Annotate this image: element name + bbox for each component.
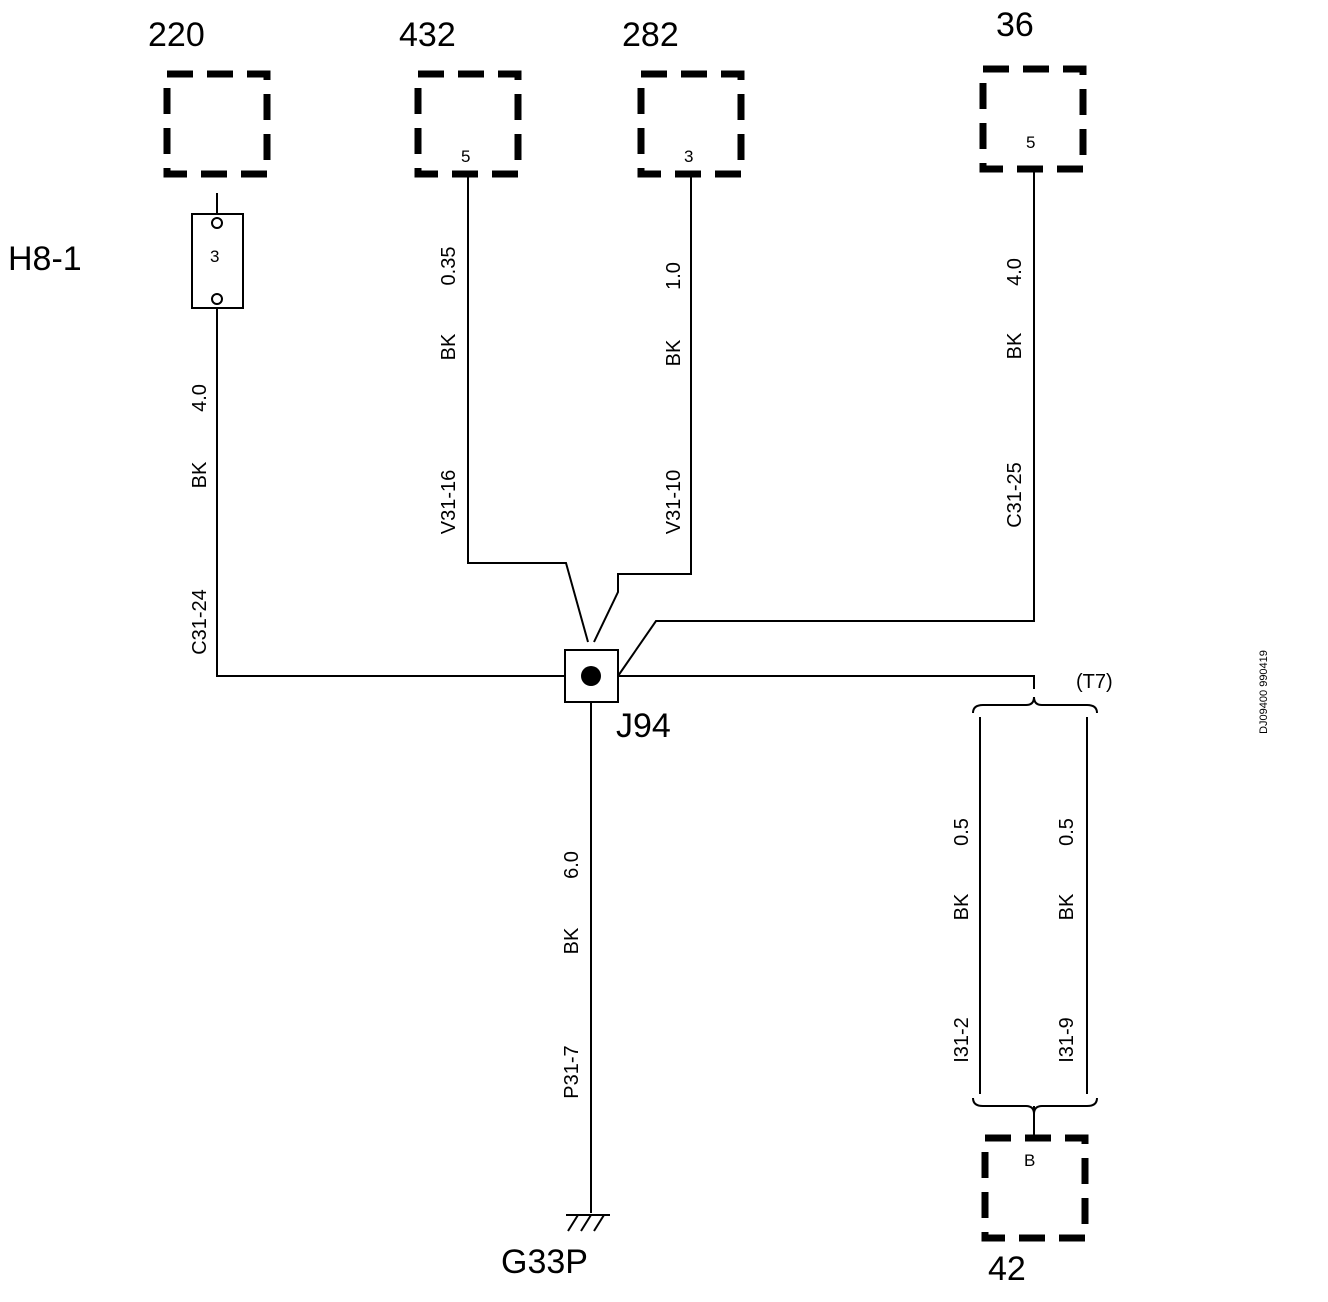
wire-432-color: BK bbox=[438, 333, 460, 360]
harness-id: (T7) bbox=[1076, 671, 1113, 693]
component-432-pin: 5 bbox=[461, 147, 470, 166]
wire-i31-9-code: I31-9 bbox=[1056, 1017, 1078, 1063]
harness-brace-top bbox=[972, 696, 1098, 714]
component-282-id: 282 bbox=[622, 16, 679, 54]
wire-282[interactable] bbox=[593, 174, 692, 643]
splice-j94[interactable]: J94 bbox=[564, 649, 671, 745]
harness-brace-bottom bbox=[972, 1097, 1098, 1115]
wire-labels: 4.0 BK C31-24 0.35 BK V31-16 1.0 BK V31-… bbox=[189, 247, 1078, 1099]
wire-220-size: 4.0 bbox=[189, 384, 211, 412]
wire-i31-9-size: 0.5 bbox=[1056, 818, 1078, 846]
component-36[interactable]: 36 5 bbox=[979, 6, 1087, 173]
wire-i31-2-code: I31-2 bbox=[951, 1017, 973, 1063]
component-42-id: 42 bbox=[988, 1250, 1026, 1288]
harness-braces: (T7) bbox=[972, 671, 1113, 1115]
wire-220[interactable] bbox=[216, 308, 565, 677]
wire-i31-9-color: BK bbox=[1056, 893, 1078, 920]
component-220-id: 220 bbox=[148, 16, 205, 54]
wire-t7-trunk[interactable] bbox=[618, 675, 1035, 689]
fuse[interactable]: 3 bbox=[191, 193, 244, 309]
component-220[interactable]: 220 bbox=[148, 16, 271, 178]
wire-432-code: V31-16 bbox=[438, 470, 460, 535]
component-220-box bbox=[163, 70, 271, 178]
wire-282-color: BK bbox=[663, 339, 685, 366]
page-code: H8-1 bbox=[8, 240, 82, 278]
component-432[interactable]: 432 5 bbox=[399, 16, 522, 178]
wire-220-code: C31-24 bbox=[189, 589, 211, 655]
wire-ground-color: BK bbox=[561, 927, 583, 954]
fuse-terminal-top bbox=[211, 217, 223, 229]
component-282-pin: 3 bbox=[684, 147, 693, 166]
splice-id: J94 bbox=[616, 707, 671, 745]
wire-282-code: V31-10 bbox=[663, 470, 685, 535]
component-42[interactable]: B 42 bbox=[981, 1134, 1089, 1288]
component-36-id: 36 bbox=[996, 6, 1034, 44]
ground-id: G33P bbox=[501, 1243, 588, 1281]
component-282[interactable]: 282 3 bbox=[622, 16, 745, 178]
splice-node bbox=[581, 666, 601, 686]
component-42-box bbox=[981, 1134, 1089, 1242]
wire-36-code: C31-25 bbox=[1004, 462, 1026, 528]
component-42-pin: B bbox=[1024, 1151, 1035, 1170]
wire-432-size: 0.35 bbox=[438, 247, 460, 286]
wire-i31-2-color: BK bbox=[951, 893, 973, 920]
wire-432[interactable] bbox=[467, 174, 589, 643]
fuse-number: 3 bbox=[210, 247, 219, 266]
fuse-terminal-bottom bbox=[211, 293, 223, 305]
wire-220-color: BK bbox=[189, 461, 211, 488]
wire-i31-2-size: 0.5 bbox=[951, 818, 973, 846]
wire-36-color: BK bbox=[1004, 332, 1026, 359]
wire-36-size: 4.0 bbox=[1004, 258, 1026, 286]
component-432-id: 432 bbox=[399, 16, 456, 54]
drawing-id: DJ09400 990419 bbox=[1258, 650, 1270, 734]
wire-36[interactable] bbox=[617, 169, 1035, 677]
wire-282-size: 1.0 bbox=[663, 262, 685, 290]
component-36-pin: 5 bbox=[1026, 133, 1035, 152]
wire-ground-size: 6.0 bbox=[561, 851, 583, 879]
wire-ground-code: P31-7 bbox=[561, 1045, 583, 1098]
component-36-box bbox=[979, 65, 1087, 173]
ground-g33p[interactable]: G33P bbox=[501, 1214, 610, 1281]
